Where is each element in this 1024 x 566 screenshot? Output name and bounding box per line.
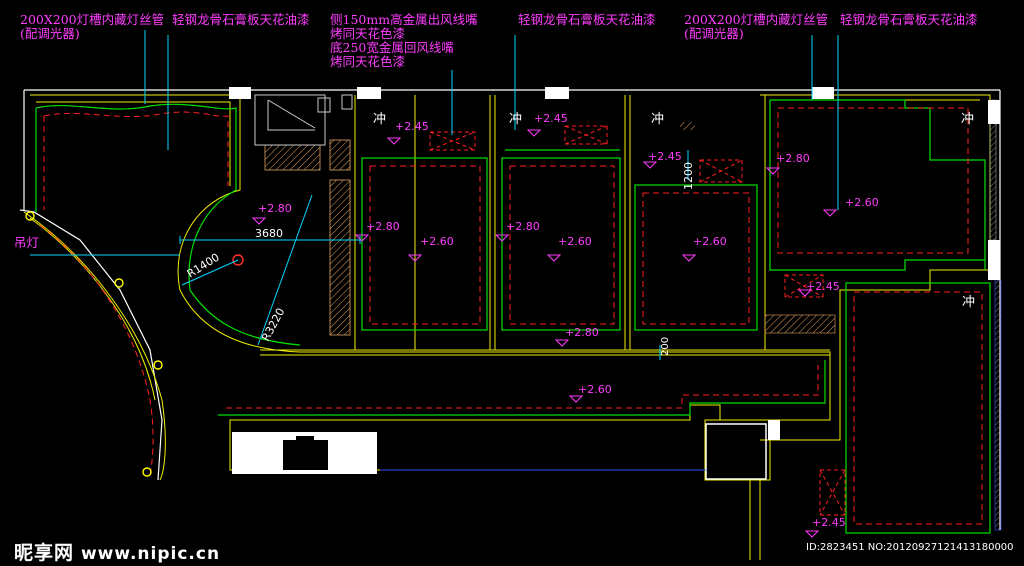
dim-1200: 1200 [682,162,695,190]
note-lamp-trough-right-line2: (配调光器) [684,26,744,41]
watermark-site: www.nipic.cn [80,544,221,564]
note-ceiling-right: 轻钢龙骨石膏板天花油漆 [840,12,978,27]
note-vent-line2: 烤同天花色漆 [330,26,406,41]
note-ceiling-left: 轻钢龙骨石膏板天花油漆 [172,12,310,27]
flush-label-1: 冲 [373,112,386,127]
leader-lines [30,30,839,360]
level-280-room4: +2.80 [776,152,810,165]
level-260-room3: +2.60 [693,235,727,248]
note-lamp-trough-left: 200X200灯槽内藏灯丝管 (配调光器) [20,13,164,41]
level-260-room1: +2.60 [420,235,454,248]
air-vents [429,125,846,516]
level-260-corridor: +2.60 [578,383,612,396]
level-245-c: +2.45 [648,150,682,163]
dim-200: 200 [660,337,671,356]
radius-3220: R3220 [259,306,287,344]
watermark-id: ID:2823451 NO:20120927121413180000 [806,542,1014,553]
level-260-room2: +2.60 [558,235,592,248]
level-280-corridor: +2.80 [565,326,599,339]
note-vent-line4: 烤同天花色漆 [330,54,406,69]
level-280-room2: +2.80 [506,220,540,233]
green-inner-rooms [35,99,991,534]
stair-box [254,94,353,146]
level-245-e: +2.45 [812,516,846,529]
flush-label-4: 冲 [961,112,974,127]
downlights [25,211,244,477]
note-vent-line1: 侧150mm高金属出风线嘴 [330,12,478,27]
level-markers [251,129,838,538]
note-ceiling-mid: 轻钢龙骨石膏板天花油漆 [518,12,656,27]
level-245-b: +2.45 [534,112,568,125]
note-vent: 侧150mm高金属出风线嘴 烤同天花色漆 底250宽金属回风线嘴 烤同天花色漆 [330,13,478,69]
flush-label-5: 冲 [962,295,975,310]
note-lamp-trough-left-line2: (配调光器) [20,26,80,41]
watermark-brand-name: 昵享网 [14,542,75,564]
dim-3680: 3680 [255,227,283,240]
note-lamp-trough-left-line1: 200X200灯槽内藏灯丝管 [20,12,165,27]
flush-label-3: 冲 [651,112,664,127]
flush-label-2: 冲 [509,112,522,127]
watermark-brand: 昵享网 www.nipic.cn [14,538,220,565]
level-245-d: +2.45 [806,280,840,293]
level-280-room1: +2.80 [366,220,400,233]
label-pendant-lamp: 吊灯 [14,235,40,250]
level-280-left: +2.80 [258,202,292,215]
level-245-a: +2.45 [395,120,429,133]
red-dashed-offsets [39,107,983,525]
note-vent-line3: 底250宽金属回风线嘴 [330,40,454,55]
level-260-room4: +2.60 [845,196,879,209]
note-lamp-trough-right-line1: 200X200灯槽内藏灯丝管 [684,12,829,27]
note-lamp-trough-right: 200X200灯槽内藏灯丝管 (配调光器) [684,13,828,41]
white-blocks [229,87,1000,480]
